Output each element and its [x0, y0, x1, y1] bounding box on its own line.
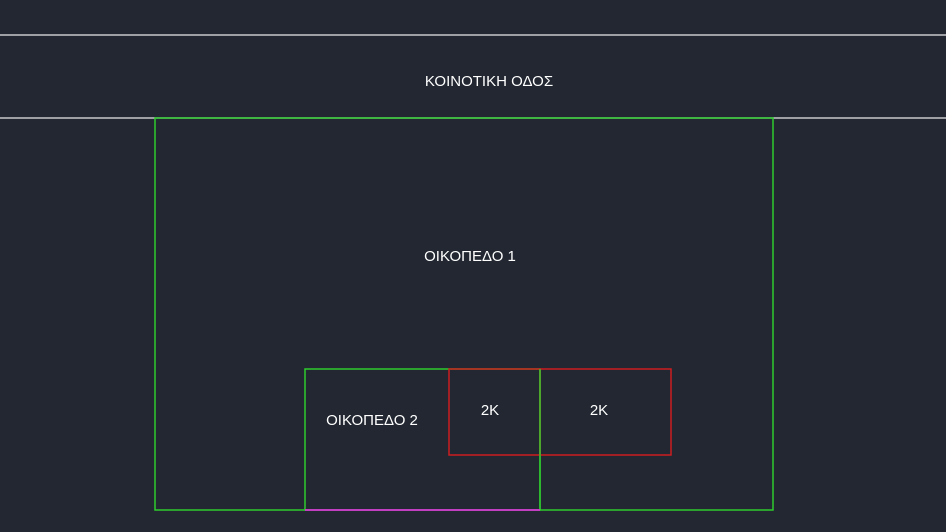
block-left-label: 2Κ: [481, 402, 499, 419]
plot2-label: ΟΙΚΟΠΕΔΟ 2: [326, 412, 418, 429]
plot1-outline: [154, 117, 774, 511]
road-label: ΚΟΙΝΟΤΙΚΗ ΟΔΟΣ: [425, 73, 553, 90]
plot2-outline: [304, 368, 541, 511]
block-right-label: 2Κ: [590, 402, 608, 419]
plot1-label: ΟΙΚΟΠΕΔΟ 1: [424, 248, 516, 265]
